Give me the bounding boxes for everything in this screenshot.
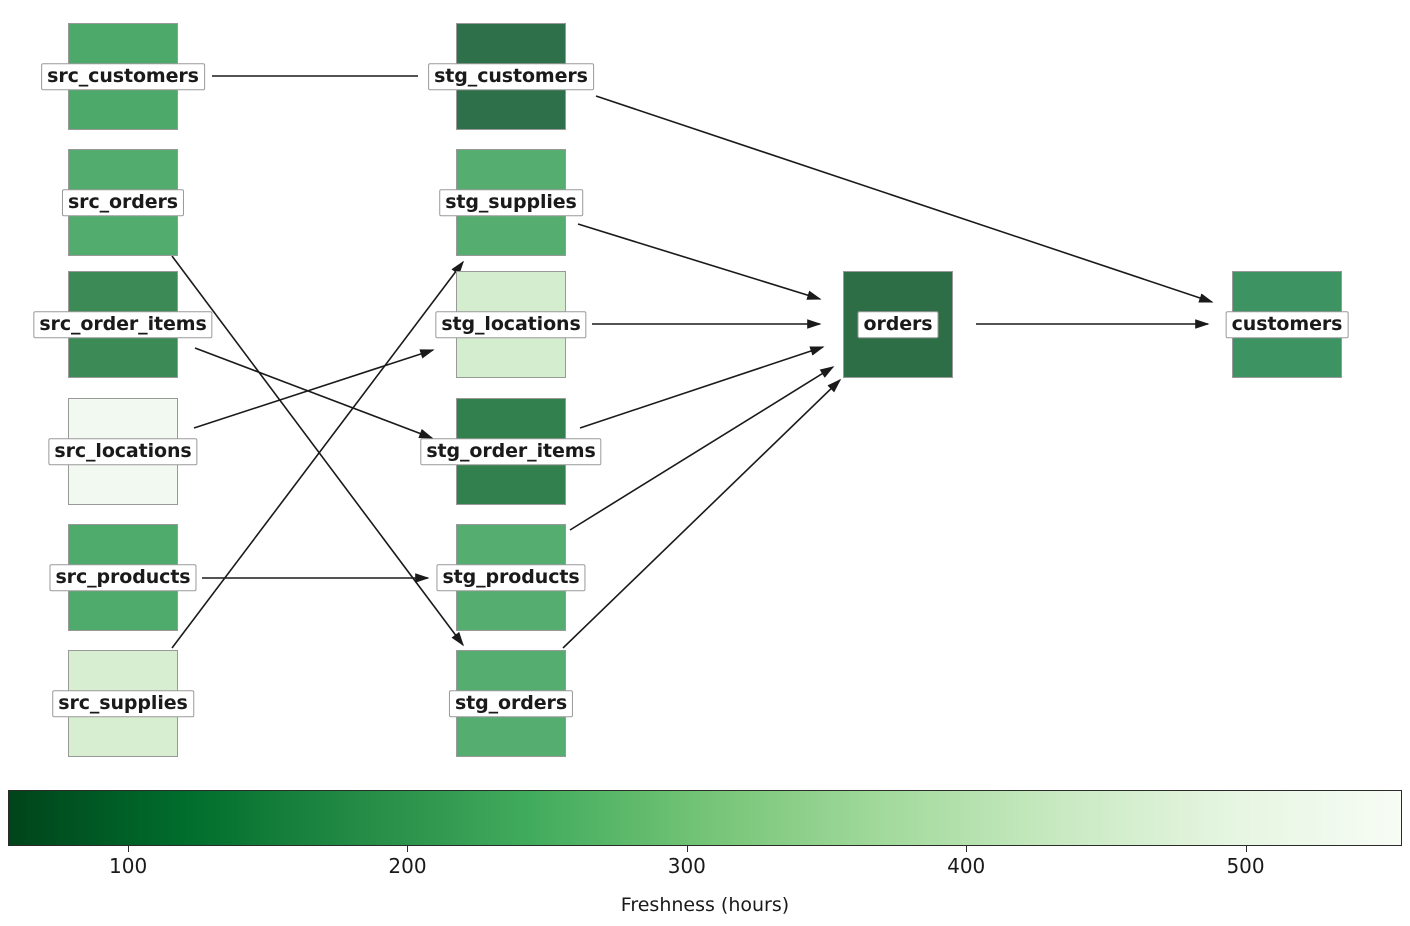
edge-stg_order_items-orders	[579, 346, 825, 429]
colorbar-tick-label: 200	[388, 854, 427, 878]
node-src_customers[interactable]: src_customers	[41, 23, 205, 130]
node-stg_supplies[interactable]: stg_supplies	[439, 149, 583, 256]
colorbar-gradient	[8, 790, 1402, 846]
node-label-stg_locations: stg_locations	[435, 310, 587, 339]
colorbar-tick	[966, 846, 968, 852]
colorbar-tick-label: 400	[947, 854, 986, 878]
node-stg_customers[interactable]: stg_customers	[428, 23, 594, 130]
node-orders[interactable]: orders	[843, 271, 953, 378]
node-label-src_supplies: src_supplies	[52, 689, 194, 718]
edge-stg_supplies-orders	[577, 223, 822, 300]
node-stg_locations[interactable]: stg_locations	[435, 271, 587, 378]
node-label-src_products: src_products	[49, 563, 197, 592]
node-src_orders[interactable]: src_orders	[61, 149, 185, 256]
node-stg_order_items[interactable]: stg_order_items	[420, 398, 602, 505]
node-label-stg_customers: stg_customers	[428, 62, 594, 91]
edge-src_locations-stg_locations	[193, 349, 435, 429]
colorbar-tick	[686, 846, 688, 852]
node-label-stg_supplies: stg_supplies	[439, 188, 583, 217]
node-label-stg_orders: stg_orders	[448, 689, 574, 718]
node-src_order_items[interactable]: src_order_items	[33, 271, 213, 378]
colorbar-tick-label: 500	[1226, 854, 1265, 878]
colorbar: 100 200 300 400 500 Freshness (hours)	[0, 780, 1410, 926]
node-label-src_locations: src_locations	[48, 437, 198, 466]
edge-src_order_items-stg_order_items	[194, 347, 434, 439]
colorbar-tick-label: 300	[667, 854, 706, 878]
node-src_locations[interactable]: src_locations	[48, 398, 198, 505]
node-src_supplies[interactable]: src_supplies	[52, 650, 194, 757]
node-label-orders: orders	[857, 310, 939, 339]
node-label-src_customers: src_customers	[41, 62, 205, 91]
colorbar-tick	[407, 846, 409, 852]
lineage-graph: src_customers src_orders src_order_items…	[33, 23, 1349, 757]
colorbar-tick	[1245, 846, 1247, 852]
colorbar-tick-label: 100	[109, 854, 148, 878]
node-label-customers: customers	[1225, 310, 1349, 339]
node-src_products[interactable]: src_products	[49, 524, 197, 631]
node-label-stg_order_items: stg_order_items	[420, 437, 602, 466]
node-stg_orders[interactable]: stg_orders	[448, 650, 574, 757]
node-stg_products[interactable]: stg_products	[436, 524, 586, 631]
node-label-stg_products: stg_products	[436, 563, 586, 592]
node-label-src_order_items: src_order_items	[33, 310, 213, 339]
colorbar-axis-label: Freshness (hours)	[620, 894, 790, 916]
node-customers[interactable]: customers	[1225, 271, 1349, 378]
colorbar-tick	[128, 846, 130, 852]
node-label-src_orders: src_orders	[61, 188, 185, 217]
colorbar-tick-axis: 100 200 300 400 500	[8, 846, 1402, 886]
edge-layer	[171, 75, 1214, 649]
edge-stg_orders-orders	[562, 378, 842, 649]
edge-stg_products-orders	[569, 366, 835, 531]
